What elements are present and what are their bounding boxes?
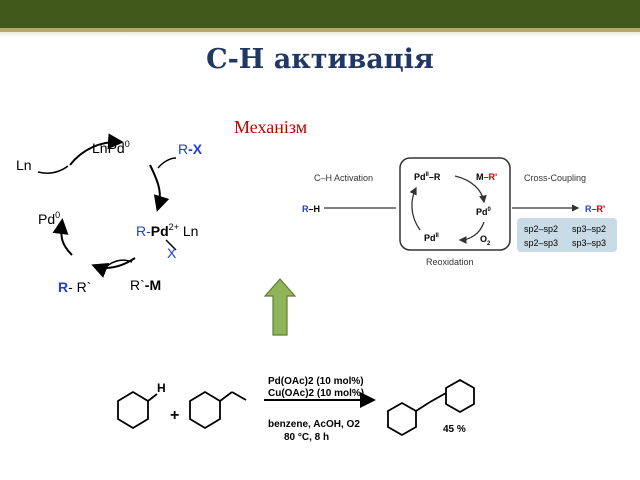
up-arrow-icon: [264, 278, 296, 336]
stilbene-ring-1: [387, 401, 417, 437]
pd2-right-label: PdII: [424, 233, 439, 243]
product-label: R- R`: [58, 279, 91, 295]
rm-label: R`-M: [130, 277, 161, 293]
condition-line-2: Cu(OAc)2 (10 mol%): [268, 388, 364, 399]
cross-coupling-label: Cross-Coupling: [524, 173, 586, 183]
pd0-label: Pd0: [38, 210, 60, 227]
top-bar-shadow: [0, 32, 640, 37]
coupling-type-1: sp2–sp2: [524, 224, 558, 234]
rpd-ln-label: R-Pd2+ Ln: [136, 222, 198, 239]
coupling-type-2: sp3–sp2: [572, 224, 606, 234]
o2-label: O2: [480, 234, 491, 247]
mr-label: M–R': [476, 172, 497, 182]
page-subtitle: Механізм: [234, 117, 308, 137]
condition-line-3: benzene, AcOH, O2: [268, 419, 360, 430]
reoxidation-label: Reoxidation: [426, 257, 474, 267]
rx-label: R-X: [178, 141, 203, 157]
coupling-type-3: sp2–sp3: [524, 238, 558, 248]
pd2r-label: PdII–R: [414, 172, 441, 182]
coupling-type-box: [517, 218, 617, 252]
cycle-box: [399, 157, 511, 251]
condition-line-4: 80 °C, 8 h: [284, 432, 329, 443]
product-rr-label: R–R': [585, 204, 605, 214]
coupling-type-4: sp3–sp3: [572, 238, 606, 248]
h-label: H: [157, 381, 166, 395]
ch-activation-label: C–H Activation: [314, 173, 373, 183]
rh-label: R–H: [302, 204, 320, 214]
yield-label: 45 %: [443, 424, 466, 435]
lnpd0-label: LnPd0: [92, 139, 130, 156]
benzene-ring: [117, 390, 149, 430]
plus-sign: +: [170, 407, 179, 424]
x-label: X: [167, 245, 177, 261]
right-mechanism-scheme: C–H Activation Cross-Coupling R–H PdII–R…: [302, 157, 617, 267]
left-catalytic-cycle: Ln LnPd0 R-X Pd0 R-Pd2+ Ln X R- R` R`-M: [16, 133, 203, 295]
stilbene-ring-2: [445, 378, 475, 414]
reaction-scheme: H + Pd(OAc)2 (10 mol%) Cu(OAc)2 (10 mol%…: [117, 376, 475, 443]
condition-line-1: Pd(OAc)2 (10 mol%): [268, 376, 364, 387]
styrene-ring: [189, 390, 221, 430]
top-bar: [0, 0, 640, 28]
top-bar-stripe: [0, 28, 640, 32]
pd0-right-label: Pd0: [476, 207, 492, 217]
ln-label: Ln: [16, 157, 32, 173]
page-title: C-H активація: [206, 44, 434, 75]
